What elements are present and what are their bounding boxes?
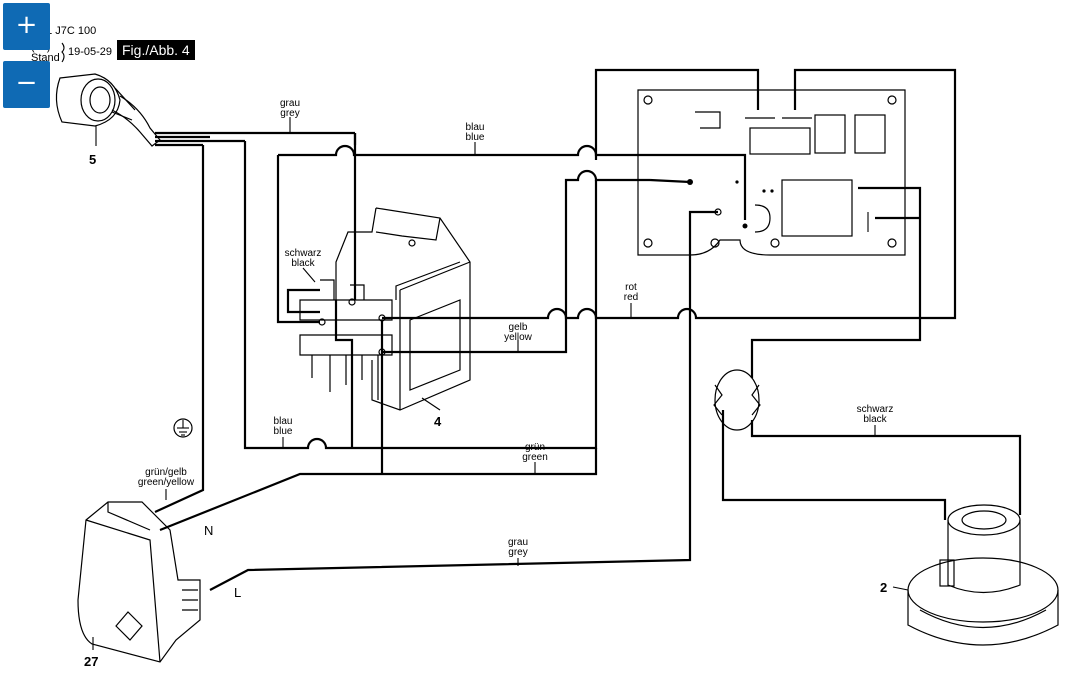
motor-black-label-en: black (863, 414, 887, 425)
zoom-out-button[interactable]: − (3, 61, 50, 108)
lower-blue-label-de: blau (274, 416, 293, 427)
plug-icon (55, 73, 161, 147)
green-yellow-label-de: grün/gelb (145, 467, 187, 478)
box-number: 27 (84, 654, 98, 669)
green-wire (159, 448, 598, 532)
plus-icon: + (15, 10, 38, 40)
plug-grey-label-de: grau (280, 98, 300, 109)
switch-number: 4 (434, 414, 442, 429)
suppressor-icon (713, 369, 761, 431)
switch-black-label-en: black (291, 258, 315, 269)
motor-leader (892, 586, 909, 591)
zoom-in-button[interactable]: + (3, 3, 50, 50)
document-number: 01 J7C 100 (40, 25, 96, 37)
bottom-grey-label-en: grey (508, 547, 527, 558)
motor-black-label-de: schwarz (857, 404, 894, 415)
switch-leader (421, 397, 441, 411)
switch-jumper-wires (286, 169, 650, 474)
top-blue-label-de: blau (466, 122, 485, 133)
bottom-grey-label-de: grau (508, 537, 528, 548)
switch-black-label-de: schwarz (285, 248, 322, 259)
switch-black-leader (302, 267, 316, 283)
green-label-de: grün (525, 442, 545, 453)
issue-date: 19-05-29 (68, 46, 112, 58)
circuit-board-icon (637, 89, 906, 256)
green-yellow-label-en: green/yellow (138, 477, 195, 488)
red-label-en: red (624, 292, 638, 303)
top-blue-label-en: blue (466, 132, 485, 143)
terminal-neutral: N (204, 523, 213, 538)
yellow-label-en: yellow (504, 332, 533, 343)
top-blue-wire (278, 133, 747, 220)
electronic-box-icon (77, 501, 201, 663)
figure-tag: Fig./Abb. 4 (117, 40, 195, 60)
issue-brace (61, 42, 65, 63)
plug-number: 5 (89, 152, 96, 167)
plug-cable (155, 131, 355, 147)
green-label-en: green (522, 452, 548, 463)
plug-grey-label-en: grey (280, 108, 299, 119)
board-wires (209, 178, 922, 591)
ground-symbol-icon (173, 418, 193, 438)
motor-number: 2 (880, 580, 887, 595)
minus-icon: − (15, 68, 38, 98)
red-label-de: rot (625, 282, 637, 293)
board-top-wire (594, 68, 760, 160)
lower-blue-label-en: blue (274, 426, 293, 437)
motor-icon (907, 504, 1059, 646)
switch-icon (299, 207, 471, 411)
red-wire (382, 68, 957, 320)
terminal-live: L (234, 585, 241, 600)
plug-to-switch-wires (154, 133, 598, 513)
yellow-label-de: gelb (509, 322, 528, 333)
motor-wires (721, 410, 1022, 520)
